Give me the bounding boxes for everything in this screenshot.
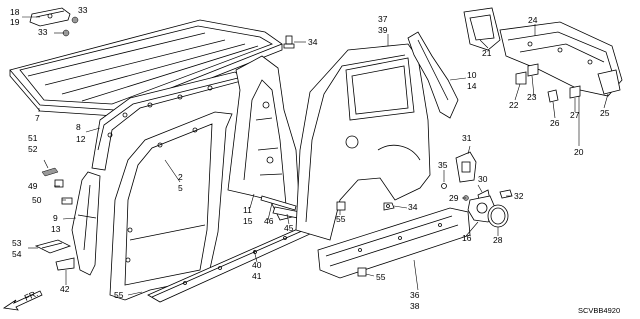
label-49: 49 <box>28 181 38 191</box>
label-22: 22 <box>509 100 519 110</box>
label-28: 28 <box>493 235 503 245</box>
label-5: 5 <box>178 183 183 193</box>
label-40: 40 <box>252 260 262 270</box>
label-39: 39 <box>378 25 388 35</box>
label-52: 52 <box>28 144 38 154</box>
front-direction-arrow: FR. <box>2 288 43 311</box>
label-21: 21 <box>482 48 492 58</box>
label-23: 23 <box>527 92 537 102</box>
label-38: 38 <box>410 301 420 311</box>
small-brackets-left <box>34 167 75 271</box>
rear-frame-assembly <box>463 7 623 103</box>
label-19: 19 <box>10 17 20 27</box>
label-36: 36 <box>410 290 420 300</box>
label-20: 20 <box>574 147 584 157</box>
label-33b: 33 <box>38 27 48 37</box>
fuel-lid-parts <box>441 151 513 228</box>
label-45: 45 <box>284 223 294 233</box>
label-35: 35 <box>438 160 448 170</box>
label-25: 25 <box>600 108 610 118</box>
rear-outer-panel <box>295 43 431 241</box>
roof-side-rail <box>91 71 246 171</box>
label-26: 26 <box>550 118 560 128</box>
label-55c: 55 <box>114 290 124 300</box>
label-55a: 55 <box>336 214 346 224</box>
leader-lines <box>22 16 609 296</box>
label-30: 30 <box>478 174 488 184</box>
label-46: 46 <box>264 216 274 226</box>
label-27: 27 <box>570 110 580 120</box>
label-54: 54 <box>12 249 22 259</box>
label-51: 51 <box>28 133 38 143</box>
rear-side-sill <box>317 207 471 279</box>
part-labels: 18 19 33 33 34 37 39 24 21 10 14 7 8 12 … <box>10 5 610 311</box>
label-14: 14 <box>467 81 477 91</box>
outer-side-panel <box>109 111 233 301</box>
label-41: 41 <box>252 271 262 281</box>
label-37: 37 <box>378 14 388 24</box>
bolt-34-right <box>383 202 395 211</box>
label-8: 8 <box>76 122 81 132</box>
label-2: 2 <box>178 172 183 182</box>
label-13: 13 <box>51 224 61 234</box>
label-55b: 55 <box>376 272 386 282</box>
label-50: 50 <box>32 195 42 205</box>
label-34a: 34 <box>308 37 318 47</box>
label-42: 42 <box>60 284 70 294</box>
bolt-34-top <box>283 35 295 49</box>
label-33a: 33 <box>78 5 88 15</box>
roof-panel <box>9 19 283 117</box>
label-24: 24 <box>528 15 538 25</box>
diagram-code: SCVBB4920 <box>578 306 620 315</box>
bar-46 <box>260 195 297 211</box>
label-11: 11 <box>243 205 252 215</box>
label-29: 29 <box>449 193 459 203</box>
label-31: 31 <box>462 133 472 143</box>
label-7: 7 <box>35 113 40 123</box>
center-pillar-inner <box>227 55 301 221</box>
label-18: 18 <box>10 7 20 17</box>
roof-bracket <box>29 7 79 37</box>
label-32: 32 <box>514 191 524 201</box>
label-10: 10 <box>467 70 477 80</box>
label-12: 12 <box>76 134 86 144</box>
label-53: 53 <box>12 238 22 248</box>
clip-55-mid <box>336 201 346 211</box>
label-9: 9 <box>53 213 58 223</box>
clip-55-right <box>357 267 367 277</box>
front-pillar-reinforcement <box>71 171 101 276</box>
label-34b: 34 <box>408 202 418 212</box>
rear-pillar-gusset <box>407 31 459 119</box>
front-label: FR. <box>23 288 40 303</box>
label-15: 15 <box>243 216 253 226</box>
label-16: 16 <box>462 233 472 243</box>
